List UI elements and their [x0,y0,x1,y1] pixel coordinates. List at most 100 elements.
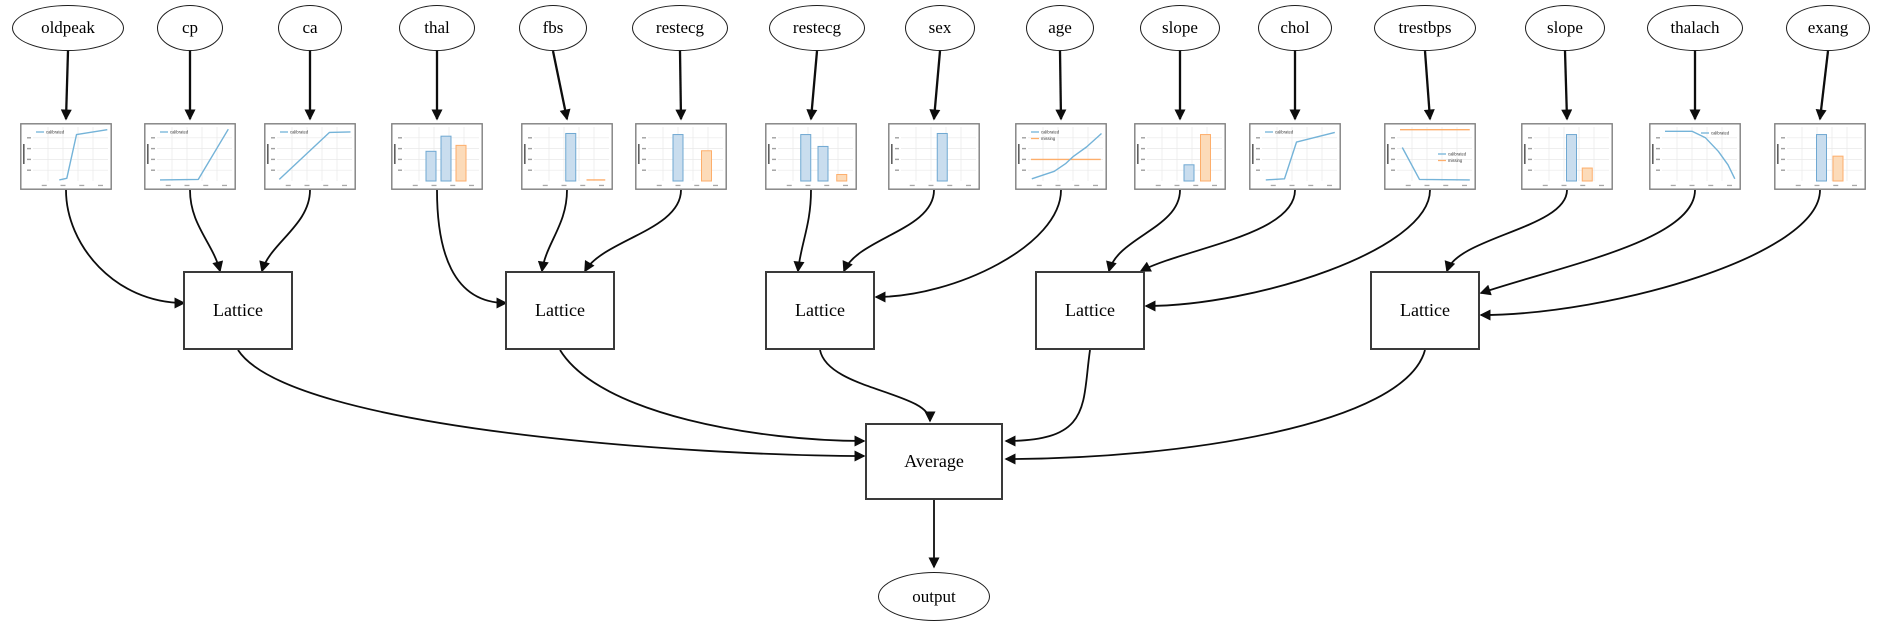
calibration-chart-restecg-2 [765,123,857,190]
feature-node-exang: exang [1786,5,1870,51]
calibrated-line [159,128,229,181]
calibration-chart-svg: calibrated [20,123,112,190]
edge-arrow [842,189,935,273]
calibration-chart-svg [1134,123,1226,190]
legend-label: calibrated [170,130,189,135]
calibration-chart-slope-2 [1521,123,1613,190]
average-node: Average [865,423,1003,500]
blue-bar [1816,134,1827,182]
edge-arrow [1444,189,1568,273]
edge-arrow [584,189,682,273]
feature-node-age: age [1026,5,1094,51]
feature-label: sex [928,18,952,37]
blue-bar [936,132,948,182]
lattice-label: Lattice [795,300,845,320]
blue-bar [800,134,812,182]
edge-arrow [675,50,687,121]
edge-arrow [1004,349,1426,465]
feature-node-thal: thal [399,5,475,51]
calibration-chart-svg: calibrated [1249,123,1341,190]
lattice-node-3: Lattice [765,271,875,350]
orange-bar [701,150,712,182]
edge-arrow [806,50,819,121]
output-label: output [912,586,956,606]
edge-arrow [436,189,508,309]
calibration-chart-ca: calibrated [264,123,356,190]
calibration-chart-slope [1134,123,1226,190]
lattice-label: Lattice [213,300,263,320]
edge-arrow [819,349,936,423]
edge-arrow [1479,189,1696,296]
orange-bar [1200,134,1211,182]
calibration-chart-exang [1774,123,1866,190]
blue-bar [1566,134,1577,182]
calibrated-line [1031,132,1102,180]
calibration-chart-svg [391,123,483,190]
edge-arrow [1815,50,1830,121]
feature-node-ca: ca [278,5,342,51]
legend-label: calibrated [46,130,65,135]
calibration-chart-cp: calibrated [144,123,236,190]
orange-bar [1581,167,1593,182]
edge-arrow [1479,189,1821,321]
feature-node-restecg-2: restecg [769,5,865,51]
feature-label: thalach [1670,18,1720,37]
calibrated-line [278,131,351,180]
calibration-chart-restecg [635,123,727,190]
calibration-chart-chol: calibrated [1249,123,1341,190]
calibration-chart-svg: calibrated [1649,123,1741,190]
calibration-chart-svg [888,123,980,190]
calibration-chart-thal [391,123,483,190]
calibration-chart-svg: calibrated [144,123,236,190]
feature-label: chol [1280,18,1310,37]
feature-label: slope [1162,18,1198,37]
edge-arrow [1055,50,1067,121]
output-node: output [878,572,990,621]
average-label: Average [904,451,964,471]
edge-arrow [65,189,186,309]
feature-node-restecg: restecg [632,5,728,51]
edge-arrow [1423,50,1435,121]
calibrated-line [1401,147,1470,181]
edge-arrow [929,50,942,121]
feature-label: thal [424,18,450,37]
calibrated-line [1265,131,1335,181]
blue-bar [565,132,577,182]
legend-label: calibrated [1275,130,1294,135]
calibrated-line [1665,130,1736,180]
legend-label: calibrated [1041,130,1060,135]
feature-node-sex: sex [905,5,975,51]
feature-label: cp [181,18,199,37]
edge-arrow [793,189,812,273]
feature-node-thalach: thalach [1647,5,1743,51]
edge-arrow [237,349,866,462]
calibration-chart-oldpeak: calibrated [20,123,112,190]
lattice-node-1: Lattice [183,271,293,350]
calibration-chart-svg [521,123,613,190]
edge-arrow [551,50,571,121]
legend-label: calibrated [1448,152,1467,157]
feature-node-slope-2: slope [1525,5,1605,51]
feature-label: oldpeak [41,18,95,37]
feature-label: trestbps [1398,18,1452,37]
feature-label: fbs [542,18,564,37]
edge-arrow [60,50,72,121]
calibration-chart-svg [1521,123,1613,190]
orange-bar [455,144,467,182]
legend-label: calibrated [290,130,309,135]
calibration-chart-svg [765,123,857,190]
edge-arrow [874,189,1062,303]
calibration-chart-fbs [521,123,613,190]
lattice-node-5: Lattice [1370,271,1480,350]
edge-arrow [559,349,866,447]
feature-label: restecg [655,18,705,37]
edge-arrow [1106,189,1181,273]
edge-arrow [537,189,568,273]
calibration-chart-sex [888,123,980,190]
edge-arrow [1561,50,1573,121]
